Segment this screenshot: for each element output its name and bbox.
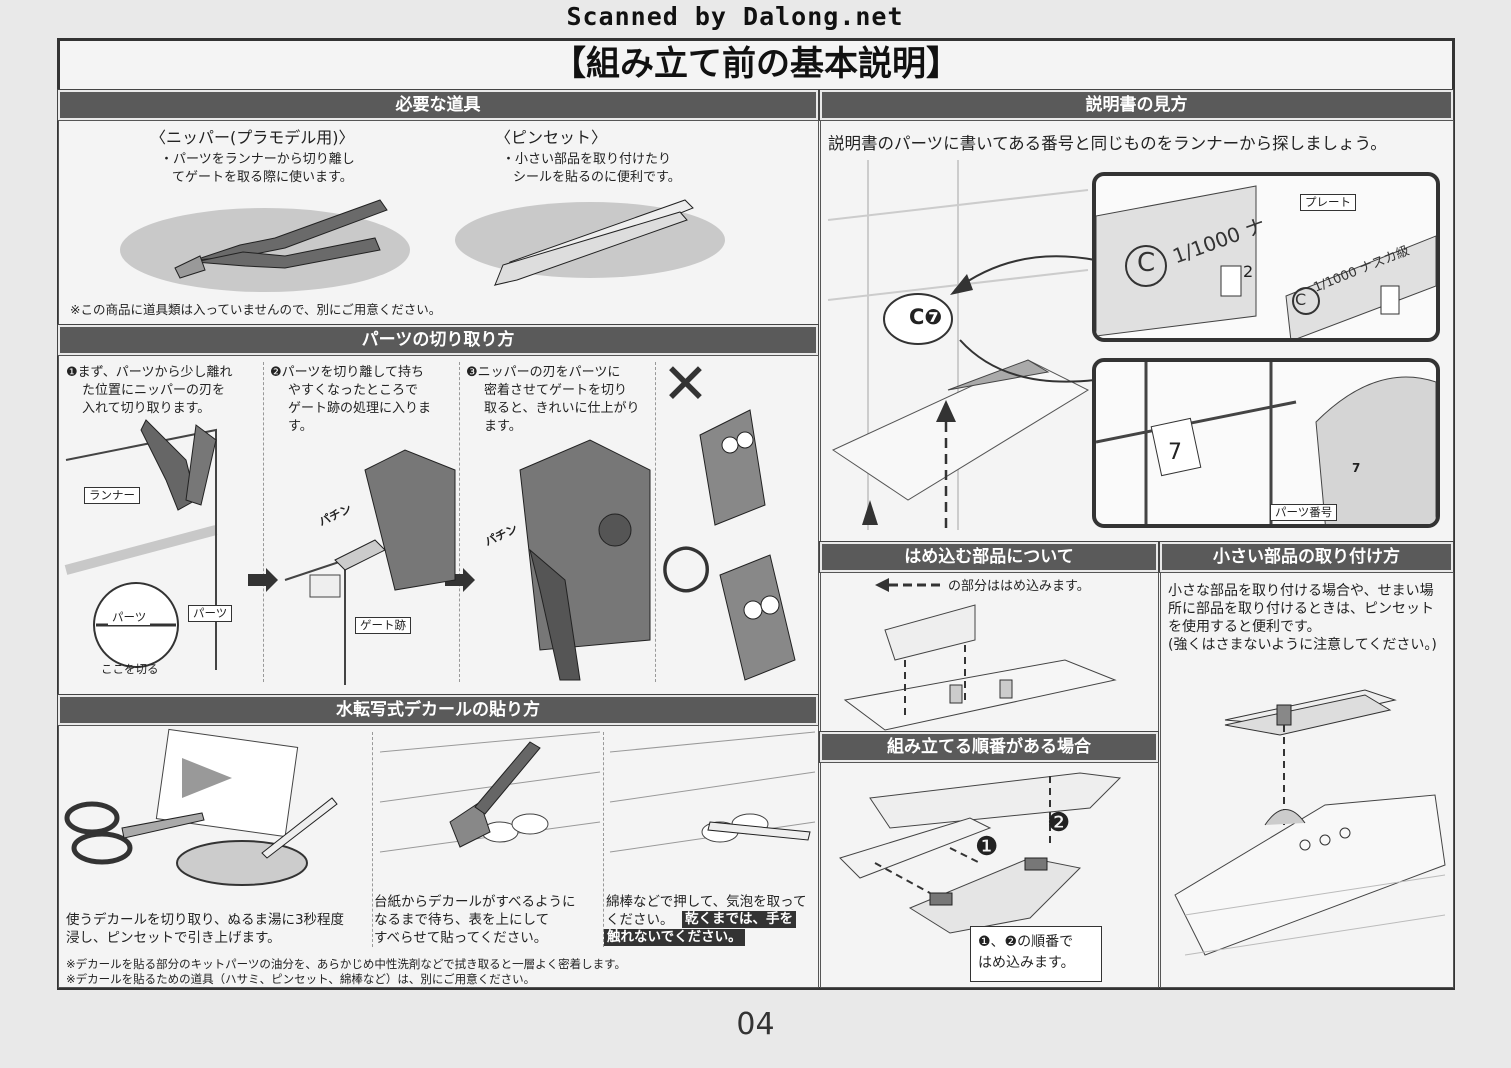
snap-illustration bbox=[843, 604, 1117, 731]
parts-label-in-circle: パーツ bbox=[108, 610, 151, 625]
manual-header-label: 説明書の見方 bbox=[1085, 95, 1188, 115]
right-mark-icon: ○ bbox=[660, 530, 713, 600]
part-number-b: 7 bbox=[1352, 461, 1361, 475]
part-number-zoom-panel bbox=[1092, 358, 1440, 528]
callout-arrow-icon bbox=[950, 255, 1096, 383]
order-header-label: 組み立てる順番がある場合 bbox=[887, 737, 1091, 757]
wrong-mark-icon: ✕ bbox=[662, 352, 709, 417]
small-parts-header-label: 小さい部品の取り付け方 bbox=[1213, 547, 1400, 567]
divider bbox=[655, 362, 656, 682]
parts-label: パーツ bbox=[188, 605, 233, 622]
small-parts-desc-2: 所に部品を取り付けるときは、ピンセット bbox=[1168, 601, 1434, 617]
plate-label: プレート bbox=[1300, 194, 1356, 211]
bad-result-illustration bbox=[699, 409, 766, 526]
order-note-line2: はめ込みます。 bbox=[978, 955, 1075, 971]
divider bbox=[372, 732, 373, 947]
tools-header-label: 必要な道具 bbox=[395, 95, 481, 115]
nipper-illustration bbox=[120, 199, 410, 292]
decal-note-1: ※デカールを貼る部分のキットパーツの油分を、あらかじめ中性洗剤などで拭き取ると一… bbox=[66, 957, 627, 971]
nipper-title: 〈ニッパー(プラモデル用)〉 bbox=[150, 128, 355, 147]
tools-header: 必要な道具 bbox=[57, 89, 819, 121]
cutting-header: パーツの切り取り方 bbox=[57, 324, 819, 356]
plate-letter-a: C bbox=[1137, 248, 1156, 278]
step3-line3: 取ると、きれいに仕上がり bbox=[484, 401, 640, 416]
page-title: 【組み立て前の基本説明】 bbox=[552, 44, 960, 84]
divider bbox=[459, 362, 460, 682]
order-note-line1: ❶、❷の順番で bbox=[978, 934, 1074, 950]
manual-description: 説明書のパーツに書いてある番号と同じものをランナーから探しましょう。 bbox=[828, 134, 1387, 153]
page-number: 04 bbox=[736, 1007, 775, 1042]
decal-cap1-line2: 浸し、ピンセットで引き上げます。 bbox=[66, 930, 281, 946]
order-step-1: ❶ bbox=[975, 832, 999, 862]
plate-number: 2 bbox=[1243, 262, 1254, 281]
decal-warning-1: 乾くまでは、手を bbox=[682, 911, 796, 928]
gate-mark-label: ゲート跡 bbox=[355, 617, 411, 634]
tools-note: ※この商品に道具類は入っていませんので、別にご用意ください。 bbox=[70, 302, 442, 317]
step1-illustration bbox=[64, 419, 218, 670]
snap-legend: の部分ははめ込みます。 bbox=[948, 579, 1090, 594]
step2-line4: す。 bbox=[288, 419, 313, 434]
nipper-desc-1: ・パーツをランナーから切り離し bbox=[160, 152, 355, 167]
snap-header: はめ込む部品について bbox=[819, 541, 1159, 573]
small-parts-desc-4: (強くはさまないように注意してください。) bbox=[1168, 637, 1437, 653]
step2-illustration bbox=[284, 449, 456, 685]
decal-header-label: 水転写式デカールの貼り方 bbox=[336, 700, 540, 720]
decal-note-2: ※デカールを貼るための道具（ハサミ、ピンセット、綿棒など）は、別にご用意ください… bbox=[66, 972, 536, 986]
small-parts-desc-3: を使用すると便利です。 bbox=[1168, 619, 1321, 635]
step1-line1: ❶まず、パーツから少し離れ bbox=[66, 365, 233, 380]
step2-line2: やすくなったところで bbox=[288, 383, 419, 398]
divider bbox=[603, 732, 604, 947]
decal-cap3-line1: 綿棒などで押して、気泡を取って bbox=[606, 894, 807, 910]
decal-press-illustration bbox=[609, 731, 816, 853]
small-parts-illustration bbox=[1174, 689, 1446, 956]
decal-cap2-line2: なるまで待ち、表を上にして bbox=[374, 912, 550, 928]
decal-cutting-illustration bbox=[64, 728, 338, 886]
order-step-2: ❷ bbox=[1047, 808, 1071, 838]
step1-line3: 入れて切り取ります。 bbox=[82, 401, 211, 416]
step3-line2: 密着させてゲートを切り bbox=[484, 383, 628, 398]
decal-cap2-line1: 台紙からデカールがすべるように bbox=[374, 894, 576, 910]
decal-warning-2: 触れないでください。 bbox=[604, 929, 745, 946]
decal-cap1-line1: 使うデカールを切り取り、ぬるま湯に3秒程度 bbox=[66, 912, 345, 928]
step3-line1: ❸ニッパーの刃をパーツに bbox=[466, 365, 621, 380]
tweezers-title: 〈ピンセット〉 bbox=[495, 128, 608, 147]
order-header: 組み立てる順番がある場合 bbox=[819, 731, 1159, 763]
next-arrow-icon bbox=[248, 568, 278, 592]
tweezers-illustration bbox=[455, 199, 725, 286]
tweezers-desc-1: ・小さい部品を取り付けたり bbox=[502, 152, 672, 167]
step3-illustration bbox=[519, 439, 651, 681]
order-note-box bbox=[970, 926, 1102, 982]
tweezers-desc-2: シールを貼るのに便利です。 bbox=[513, 170, 681, 185]
order-illustration bbox=[839, 772, 1122, 934]
plate-zoom-panel bbox=[1092, 172, 1440, 342]
decal-cap3-line2: ください。 bbox=[606, 912, 674, 928]
step2-line3: ゲート跡の処理に入りま bbox=[288, 401, 432, 416]
runner-label: ランナー bbox=[84, 487, 140, 504]
part-number-label: パーツ番号 bbox=[1270, 504, 1338, 521]
step2-line1: ❷パーツを切り離して持ち bbox=[270, 365, 425, 380]
dashed-arrow-icon bbox=[875, 578, 941, 592]
scan-watermark: Scanned by Dalong.net bbox=[566, 2, 904, 31]
decal-slide-illustration bbox=[379, 731, 601, 853]
nipper-desc-2: てゲートを取る際に使います。 bbox=[172, 170, 353, 185]
cut-here-label: ここを切る bbox=[101, 662, 159, 676]
step1-line2: た位置にニッパーの刃を bbox=[82, 383, 226, 398]
manual-runner-background bbox=[827, 160, 1090, 530]
manual-header: 説明書の見方 bbox=[819, 89, 1454, 121]
good-result-illustration bbox=[719, 554, 796, 681]
decal-header: 水転写式デカールの貼り方 bbox=[57, 694, 819, 726]
decal-cap2-line3: すべらせて貼ってください。 bbox=[374, 930, 548, 946]
step3-line4: ます。 bbox=[484, 419, 522, 434]
callout-ellipse bbox=[883, 293, 953, 345]
plate-letter-b: C bbox=[1295, 290, 1307, 309]
small-parts-desc-1: 小さな部品を取り付ける場合や、せまい場 bbox=[1168, 583, 1434, 599]
divider bbox=[263, 362, 264, 682]
callout-part-code: C❼ bbox=[909, 305, 943, 329]
snap-header-label: はめ込む部品について bbox=[904, 547, 1074, 567]
small-parts-header: 小さい部品の取り付け方 bbox=[1159, 541, 1454, 573]
part-number-a: 7 bbox=[1168, 440, 1182, 465]
cutting-header-label: パーツの切り取り方 bbox=[361, 330, 515, 350]
